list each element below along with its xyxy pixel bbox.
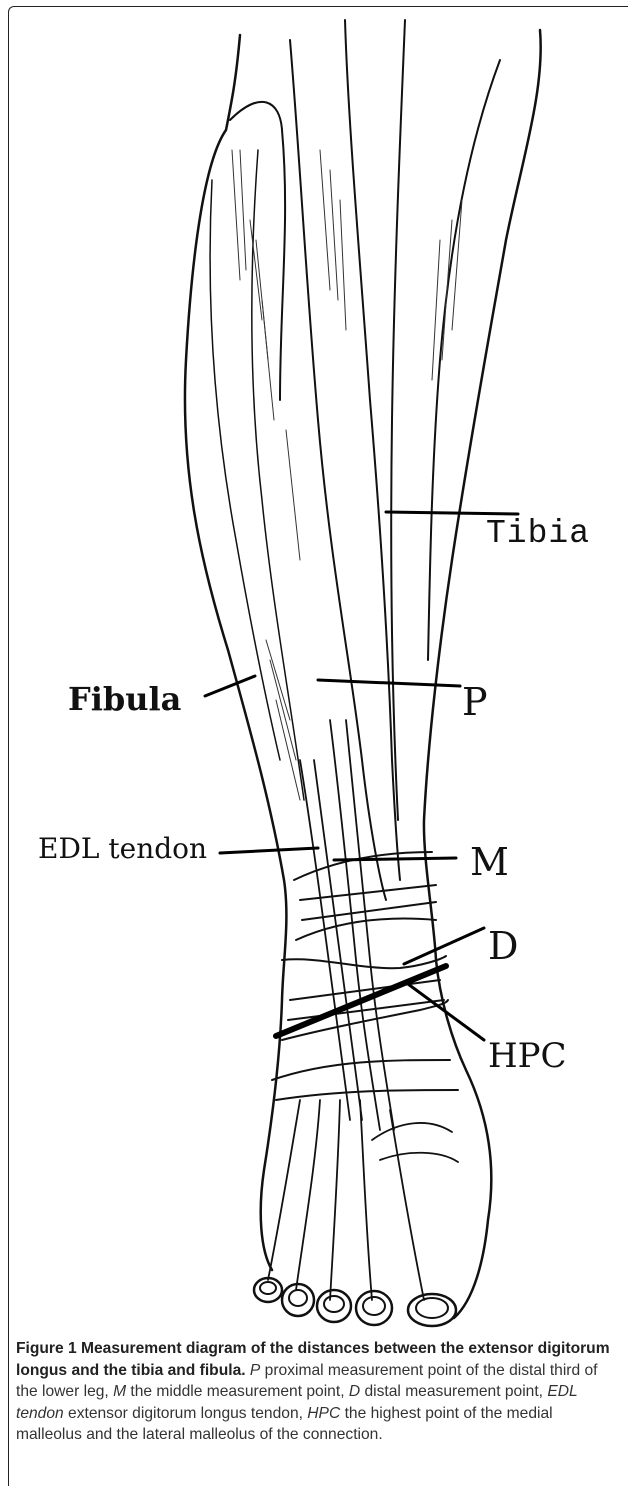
label-edl-tendon: EDL tendon	[38, 832, 207, 865]
leg-anatomy-illustration	[0, 0, 636, 1330]
tibia-medial-contour	[391, 20, 405, 820]
label-m: M	[470, 840, 509, 884]
peroneus-contour	[210, 180, 280, 760]
leader-fibula	[205, 676, 255, 696]
caption-abbr-hpc: HPC	[307, 1405, 340, 1422]
caption-def-m: the middle measurement point,	[126, 1383, 349, 1400]
tibialis-anterior-contour	[290, 40, 386, 900]
toes	[254, 1278, 456, 1326]
leader-hpc	[408, 984, 484, 1040]
leg-outline-left	[185, 35, 286, 1270]
lateral-muscle-contour	[252, 150, 304, 800]
label-hpc: HPC	[488, 1036, 567, 1076]
label-tibia: Tibia	[486, 515, 590, 552]
caption-def-edl: extensor digitorum longus tendon,	[64, 1405, 308, 1422]
label-p: P	[462, 680, 488, 724]
leader-edl	[220, 848, 318, 853]
figure-caption: Figure 1 Measurement diagram of the dist…	[16, 1338, 620, 1446]
hpc-line	[276, 966, 446, 1036]
label-fibula: Fibula	[68, 680, 181, 718]
leader-m	[334, 858, 456, 860]
leader-d	[404, 928, 484, 964]
caption-abbr-p: P	[250, 1362, 260, 1379]
caption-def-d: distal measurement point,	[360, 1383, 547, 1400]
caption-abbr-m: M	[113, 1383, 126, 1400]
caption-abbr-d: D	[349, 1383, 360, 1400]
leg-outline-right	[424, 30, 541, 1318]
leader-tibia	[386, 512, 518, 514]
foot-tendons	[268, 1100, 458, 1300]
medial-muscle-contour	[428, 60, 500, 660]
label-d: D	[488, 924, 518, 968]
